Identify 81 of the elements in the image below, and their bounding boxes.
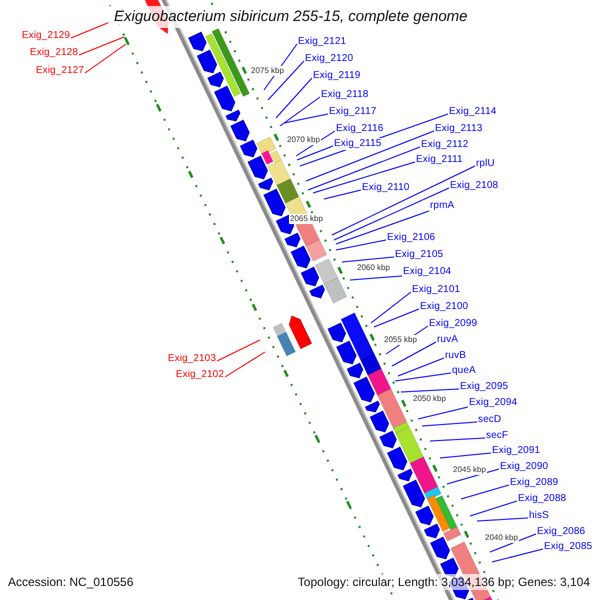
gene-label: Exig_2104 [403,266,452,278]
gene-label: rpmA [430,200,454,212]
leader-line [490,534,536,552]
gene-label: Exig_2086 [537,526,586,538]
leader-line [216,340,260,362]
gene-label: Exig_2128 [30,47,78,59]
leader-line [370,292,412,324]
gene-label: Exig_2108 [450,180,498,192]
leader-line [334,188,450,240]
leader-line [476,518,528,522]
gene-label: Exig_2105 [395,249,444,261]
gene-label: Exig_2117 [329,106,376,118]
leader-line [276,78,312,118]
gene-label: Exig_2089 [510,477,558,489]
gene-label: Exig_2094 [469,397,518,409]
gene-label: Exig_2095 [460,381,508,393]
position-label: 2040 kbp [484,533,519,543]
gene-label: Exig_2103 [168,353,216,365]
gene-label: Exig_2113 [435,123,482,135]
leader-line [332,166,476,236]
gene-label: Exig_2099 [429,318,478,330]
gene-label: Exig_2118 [321,89,368,101]
position-label: 2055 kbp [383,335,418,345]
leader-line [440,452,492,458]
genome-summary: Topology: circular; Length: 3,034,136 bp; Genes: 3,104 [298,574,590,590]
gene-label: Exig_2115 [334,138,382,150]
gene-label: Exig_2090 [500,461,548,473]
leader-line [398,358,444,376]
leader-line [336,210,430,244]
gene-label: Exig_2112 [421,139,468,151]
leader-line [70,22,110,38]
position-label: 2045 kbp [452,465,487,475]
leader-line [312,162,416,194]
position-label: 2075 kbp [250,66,285,76]
gene-label: Exig_2114 [449,106,496,118]
gene-label: rplU [476,158,495,170]
position-label: 2060 kbp [356,263,391,273]
gene-label: Exig_2129 [22,30,70,42]
leader-line [350,276,402,280]
gene-label: Exig_2111 [416,154,463,166]
leader-line [224,352,266,378]
gene-label: Exig_2101 [412,284,460,296]
leader-line [284,114,328,124]
leader-line [374,308,420,328]
gene-label: Exig_2106 [387,232,436,244]
gene-label: Exig_2102 [176,369,224,381]
leader-line [324,190,362,200]
leader-line [84,44,126,74]
leader-line [296,130,336,156]
leader-line [430,438,486,442]
gene-label: Exig_2085 [544,541,592,553]
gene-label: Exig_2121 [298,36,346,48]
leader-line [306,130,434,182]
gene-label: Exig_2116 [336,123,384,135]
position-label: 2050 kbp [412,394,447,404]
leader-line [296,146,334,160]
gene-label: Exig_2120 [305,53,354,65]
position-label: 2070 kbp [286,135,321,145]
leader-line [460,484,510,500]
gene-label: Exig_2091 [492,445,540,457]
leader-line [394,372,452,382]
leader-line [470,500,518,516]
leader-line [342,256,394,262]
gene-label: queA [452,365,476,377]
gene-label: Exig_2100 [420,301,468,313]
leader-line [418,406,468,420]
gene-label: Exig_2119 [313,70,360,82]
gene-label: Exig_2088 [518,493,566,505]
position-label: 2065 kbp [289,214,324,224]
leader-line [422,422,478,426]
leader-line [392,342,436,366]
leader-line [78,36,124,56]
leader-line [492,548,544,562]
leader-line [400,388,460,392]
leader-line [280,96,320,126]
gene-label: Exig_2110 [362,182,410,194]
gene-label: Exig_2127 [36,65,84,77]
leader-line [336,240,386,250]
leader-line [268,60,304,100]
accession-label: Accession: NC_010556 [8,574,134,590]
leader-line [308,146,420,190]
